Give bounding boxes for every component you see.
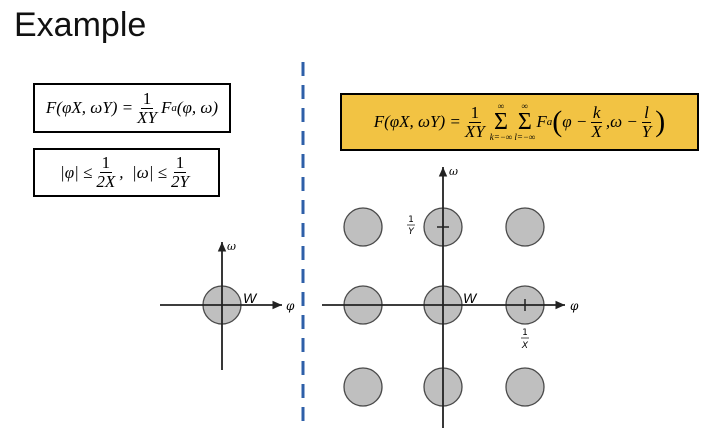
eq3-arg-omega: ,ω −: [605, 112, 638, 131]
replica-circle: [343, 367, 383, 407]
y-tick-num: 1: [408, 215, 414, 225]
replica-circle: [505, 367, 545, 407]
eq3-frac-num: 1: [468, 102, 482, 123]
eq3-lhs: F(φX, ωY) =: [373, 112, 461, 131]
eq1-args: (φ, ω): [176, 98, 219, 117]
eq3-l-num: l: [642, 102, 651, 123]
sigma-icon: Σ: [517, 108, 532, 135]
left-spectrum-plot: φ ω W: [160, 240, 295, 370]
eq2-phi-fraction: 1 2X: [94, 154, 117, 191]
eq3-sum-l-bot: l=−∞: [514, 132, 536, 143]
bandlimit-equation: |φ| ≤ 1 2X , |ω| ≤ 1 2Y: [33, 148, 220, 197]
eq3-k-den: X: [591, 121, 602, 141]
left-omega-label: ω: [227, 240, 236, 253]
replica-circle: [505, 207, 545, 247]
eq1-f: F: [160, 98, 172, 117]
eq2-phi-den: 2X: [96, 172, 116, 191]
eq2-phi-part: |φ| ≤: [60, 162, 93, 182]
right-phi-label: φ: [570, 299, 579, 313]
eq3-k-fraction: k X: [589, 102, 603, 141]
right-omega-label: ω: [449, 165, 458, 178]
eq2-omega-den: 2Y: [170, 172, 189, 191]
y-tick-den: Y: [408, 227, 415, 237]
left-phi-label: φ: [286, 299, 295, 313]
right-spectrum-plot: φ ω W 1 Y 1 X: [322, 165, 579, 428]
right-paren-icon: ): [655, 105, 666, 138]
eq3-f: F: [536, 112, 547, 131]
left-paren-icon: (: [552, 105, 563, 138]
eq2-omega-num: 1: [173, 153, 187, 173]
eq3-frac-den: XY: [464, 121, 485, 141]
replica-circle: [343, 207, 383, 247]
eq1-frac-num: 1: [140, 88, 154, 109]
eq1-fraction: 1 XY: [135, 88, 159, 127]
eq3-fraction: 1 XY: [463, 102, 487, 141]
eq2-omega-part: |ω| ≤: [132, 162, 167, 182]
eq3-l-fraction: l Y: [640, 102, 653, 141]
eq2-sep: ,: [119, 162, 124, 182]
sigma-icon: Σ: [494, 108, 509, 135]
page-title: Example: [14, 6, 147, 44]
right-w-label: W: [463, 290, 478, 306]
x-tick-den: X: [521, 341, 529, 351]
eq3-arg-phi: φ −: [562, 112, 588, 131]
eq1-f-sub: a: [171, 102, 177, 114]
eq3-sum-k-bot: k=−∞: [489, 132, 513, 143]
eq1-lhs: F(φX, ωY) =: [45, 98, 134, 117]
eq3-l-den: Y: [641, 121, 652, 141]
eq3-sum-l: ∞ Σ l=−∞: [514, 100, 536, 143]
x-tick-num: 1: [522, 328, 528, 338]
eq3-sum-k: ∞ Σ k=−∞: [489, 100, 513, 143]
eq3-sum-l-top: ∞: [521, 100, 529, 111]
eq3-f-sub: a: [546, 116, 553, 128]
left-w-label: W: [243, 290, 258, 306]
eq3-k-num: k: [590, 102, 603, 123]
eq2-phi-num: 1: [99, 153, 113, 173]
eq1-frac-den: XY: [137, 107, 157, 127]
eq3-sum-k-top: ∞: [497, 100, 505, 111]
eq2-omega-fraction: 1 2Y: [169, 154, 191, 191]
